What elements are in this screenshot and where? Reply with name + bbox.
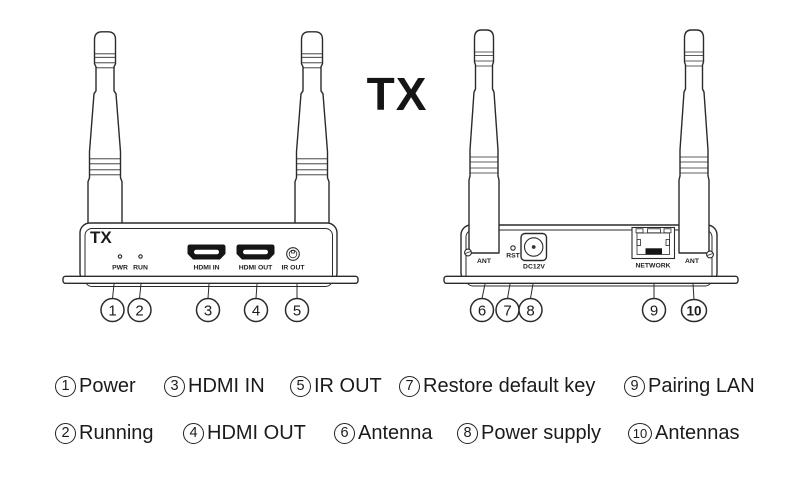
ant-left-label: ANT <box>477 258 492 265</box>
legend-label: HDMI OUT <box>207 421 306 444</box>
antenna-icon <box>678 29 710 254</box>
pwr-led-label: PWR <box>112 265 128 272</box>
ant-left-screw-icon <box>464 248 472 257</box>
ant-right-label: ANT <box>685 258 700 265</box>
front-panel-label: TX <box>90 228 112 247</box>
svg-text:5: 5 <box>293 302 301 319</box>
callout-8: 8 <box>518 297 543 323</box>
legend-label: HDMI IN <box>188 374 265 397</box>
svg-text:3: 3 <box>204 302 212 319</box>
svg-text:9: 9 <box>650 302 658 319</box>
legend-item-pairing-lan: 9 Pairing LAN <box>624 374 755 398</box>
legend-item-hdmi-in: 3 HDMI IN <box>164 374 265 398</box>
dc12v-jack <box>520 232 548 262</box>
legend-num: 7 <box>399 375 420 397</box>
legend-label: Antennas <box>655 421 740 444</box>
legend-num: 6 <box>334 422 355 444</box>
legend-num: 3 <box>164 375 185 397</box>
svg-text:2: 2 <box>135 302 143 319</box>
hdmi-out-label: HDMI OUT <box>239 265 273 272</box>
callout-7: 7 <box>495 297 520 323</box>
legend-num: 5 <box>290 375 311 397</box>
callout-9: 9 <box>641 297 667 323</box>
ir-out-jack <box>286 247 300 261</box>
network-port <box>631 226 676 260</box>
antenna-icon <box>294 31 330 225</box>
run-led-icon <box>138 254 143 259</box>
legend-label: Pairing LAN <box>648 374 755 397</box>
legend-num: 8 <box>457 422 478 444</box>
device-diagram: TX TX PWR RUN HDMI IN <box>62 29 739 323</box>
callout-5: 5 <box>284 297 310 323</box>
rear-mounting-flange <box>443 275 739 284</box>
legend-label: Antenna <box>358 421 433 444</box>
pwr-led-icon <box>117 254 123 259</box>
page-title: TX <box>367 68 428 120</box>
callout-leader-lines <box>481 283 695 300</box>
callout-4: 4 <box>243 297 269 323</box>
svg-text:6: 6 <box>478 302 486 319</box>
legend-num: 9 <box>624 375 645 397</box>
callout-6: 6 <box>469 297 495 323</box>
legend-item-power-supply: 8 Power supply <box>457 421 601 445</box>
hdmi-in-port <box>187 244 226 260</box>
svg-text:4: 4 <box>252 302 260 319</box>
legend-label: Restore default key <box>423 374 596 397</box>
legend-num: 4 <box>183 422 204 444</box>
svg-text:1: 1 <box>108 302 116 319</box>
callout-3: 3 <box>195 297 221 323</box>
legend-item-running: 2 Running <box>55 421 154 445</box>
legend-item-antennas: 10 Antennas <box>628 421 740 445</box>
legend-item-power: 1 Power <box>55 374 136 398</box>
hdmi-out-port <box>236 244 275 260</box>
legend-label: IR OUT <box>314 374 382 397</box>
ir-out-label: IR OUT <box>281 265 305 272</box>
callout-2: 2 <box>127 297 152 323</box>
legend-label: Running <box>79 421 154 444</box>
legend-label: Power <box>79 374 136 397</box>
front-device: TX PWR RUN HDMI IN HDMI OUT <box>62 31 359 323</box>
rear-panel-face <box>465 229 713 287</box>
legend-item-restore-default-key: 7 Restore default key <box>399 374 595 398</box>
legend-item-ir-out: 5 IR OUT <box>290 374 382 398</box>
rst-hole-icon <box>510 245 516 251</box>
antenna-icon <box>468 29 500 254</box>
legend-num: 2 <box>55 422 76 444</box>
legend-item-antenna: 6 Antenna <box>334 421 433 445</box>
legend-label: Power supply <box>481 421 602 444</box>
hdmi-in-label: HDMI IN <box>193 265 219 272</box>
legend-item-hdmi-out: 4 HDMI OUT <box>183 421 306 445</box>
run-led-label: RUN <box>133 265 148 272</box>
rear-device: ANT RST DC12V NETWORK <box>443 29 739 323</box>
front-mounting-flange <box>62 275 359 284</box>
callout-10: 10 <box>680 298 708 323</box>
svg-text:10: 10 <box>686 303 701 318</box>
rst-label: RST <box>506 253 520 260</box>
legend-num: 1 <box>55 375 76 397</box>
antenna-icon <box>87 31 123 225</box>
svg-text:8: 8 <box>526 302 534 319</box>
ant-right-screw-icon <box>706 250 714 259</box>
dc12v-label: DC12V <box>523 264 545 271</box>
callout-1: 1 <box>100 297 125 323</box>
legend-num: 10 <box>628 422 652 444</box>
svg-text:7: 7 <box>503 302 511 319</box>
callout-leader-lines <box>112 283 298 299</box>
network-label: NETWORK <box>635 263 670 270</box>
